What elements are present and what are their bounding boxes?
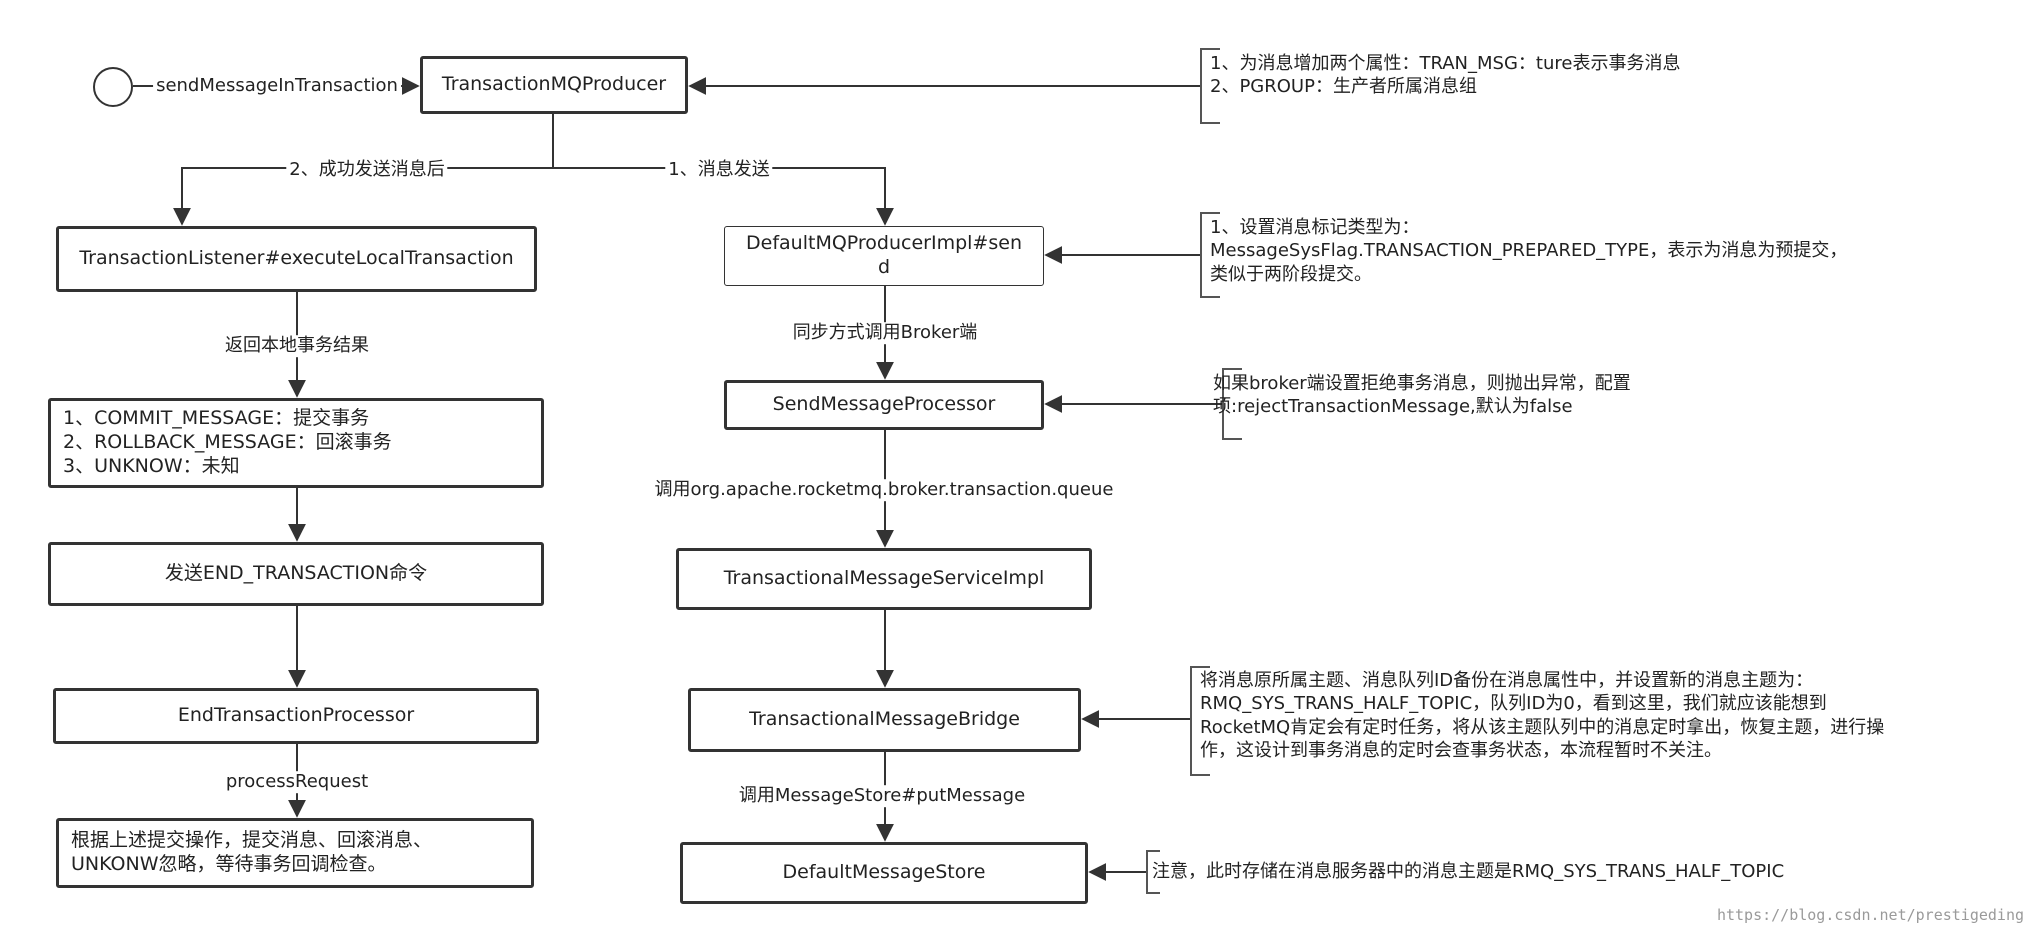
bridge-node: TransactionalMessageBridge — [688, 688, 1081, 752]
note-bracket-producer — [1200, 48, 1220, 124]
default-send-node: DefaultMQProducerImpl#sen d — [724, 226, 1044, 286]
send-end-node: 发送END_TRANSACTION命令 — [48, 542, 544, 606]
note-bracket-bridge — [1190, 666, 1210, 776]
edge-producer-default-send — [553, 167, 894, 226]
note-bracket-default-send — [1200, 212, 1220, 298]
send-processor-node: SendMessageProcessor — [724, 380, 1044, 430]
start-node — [93, 67, 133, 107]
send-processor-note: 如果broker端设置拒绝事务消息，则抛出异常，配置 项:rejectTrans… — [1213, 373, 1631, 418]
edge-label-process-request: processRequest — [222, 771, 372, 793]
edge-label-message-send: 1、消息发送 — [665, 159, 773, 181]
producer-node: TransactionMQProducer — [420, 56, 688, 114]
results-node: 1、COMMIT_MESSAGE：提交事务 2、ROLLBACK_MESSAGE… — [48, 398, 544, 488]
default-send-note: 1、设置消息标记类型为： MessageSysFlag.TRANSACTION_… — [1210, 217, 1848, 285]
store-note: 注意，此时存储在消息服务器中的消息主题是RMQ_SYS_TRANS_HALF_T… — [1152, 861, 1785, 882]
edge-label-success-send: 2、成功发送消息后 — [286, 159, 448, 181]
edge-label-sync-call: 同步方式调用Broker端 — [789, 322, 981, 344]
note-bracket-store — [1146, 850, 1160, 894]
handle-node: 根据上述提交操作，提交消息、回滚消息、 UNKONW忽略，等待事务回调检查。 — [56, 818, 534, 888]
note-bracket-send-processor — [1222, 368, 1242, 440]
edge-label-call-queue: 调用org.apache.rocketmq.broker.transaction… — [651, 479, 1117, 501]
bridge-note: 将消息原所属主题、消息队列ID备份在消息属性中，并设置新的消息主题为： RMQ_… — [1200, 670, 1885, 762]
edge-label-return-result: 返回本地事务结果 — [222, 335, 372, 357]
edge-label-start: sendMessageInTransaction — [153, 75, 401, 97]
end-processor-node: EndTransactionProcessor — [53, 688, 539, 744]
service-impl-node: TransactionalMessageServiceImpl — [676, 548, 1092, 610]
store-node: DefaultMessageStore — [680, 842, 1088, 904]
listener-node: TransactionListener#executeLocalTransact… — [56, 226, 537, 292]
producer-note: 1、为消息增加两个属性：TRAN_MSG：ture表示事务消息 2、PGROUP… — [1210, 53, 1681, 98]
watermark: https://blog.csdn.net/prestigeding — [1716, 906, 2024, 924]
edge-label-put-message: 调用MessageStore#putMessage — [735, 785, 1029, 807]
